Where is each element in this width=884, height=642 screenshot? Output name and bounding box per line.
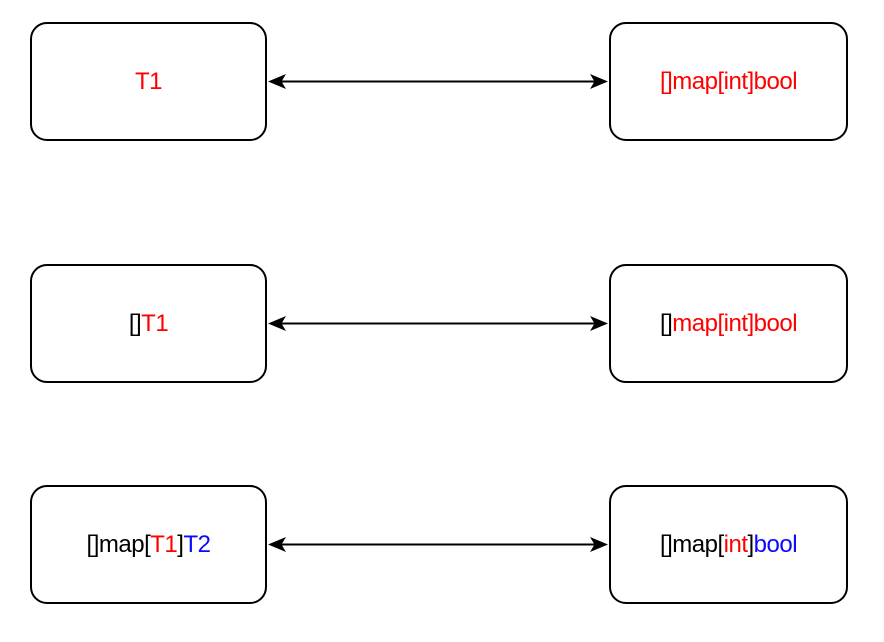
type-segment: [] [659,309,673,337]
arrowhead-left [268,74,286,89]
type-segment: ] [177,530,184,558]
type-segment: []map[ [86,530,151,558]
double-arrow [268,537,608,552]
arrowhead-right [590,316,608,331]
diagram-row: T1 []map[int]bool [0,22,884,141]
type-label: []map[int]bool [659,67,798,95]
type-segment: bool [753,530,798,558]
type-segment: T2 [183,530,211,558]
type-node-right: []map[int]bool [609,264,848,383]
arrowhead-left [268,316,286,331]
type-segment: T1 [150,530,178,558]
type-segment: int [723,530,748,558]
type-segment: T1 [141,309,169,337]
double-arrow [268,316,608,331]
diagram-row: []T1[]map[int]bool [0,264,884,383]
type-segment: [] [128,309,142,337]
type-label: []map[int]bool [659,309,798,337]
type-segment: ] [747,530,755,558]
diagram-row: []map[T1]T2[]map[int]bool [0,485,884,604]
type-node-left: T1 [30,22,267,141]
type-segment: []map[int]bool [659,67,798,95]
type-node-left: []map[T1]T2 [30,485,267,604]
arrowhead-left [268,537,286,552]
type-segment: map[int]bool [672,309,798,337]
arrowhead-right [590,74,608,89]
type-segment: []map[ [659,530,724,558]
type-segment: T1 [134,67,163,95]
type-label: []map[int]bool [659,530,798,558]
double-arrow [268,74,608,89]
type-node-left: []T1 [30,264,267,383]
type-label: []map[T1]T2 [86,530,211,558]
type-node-right: []map[int]bool [609,22,848,141]
arrowhead-right [590,537,608,552]
type-label: []T1 [128,309,169,337]
type-node-right: []map[int]bool [609,485,848,604]
type-label: T1 [134,67,163,95]
